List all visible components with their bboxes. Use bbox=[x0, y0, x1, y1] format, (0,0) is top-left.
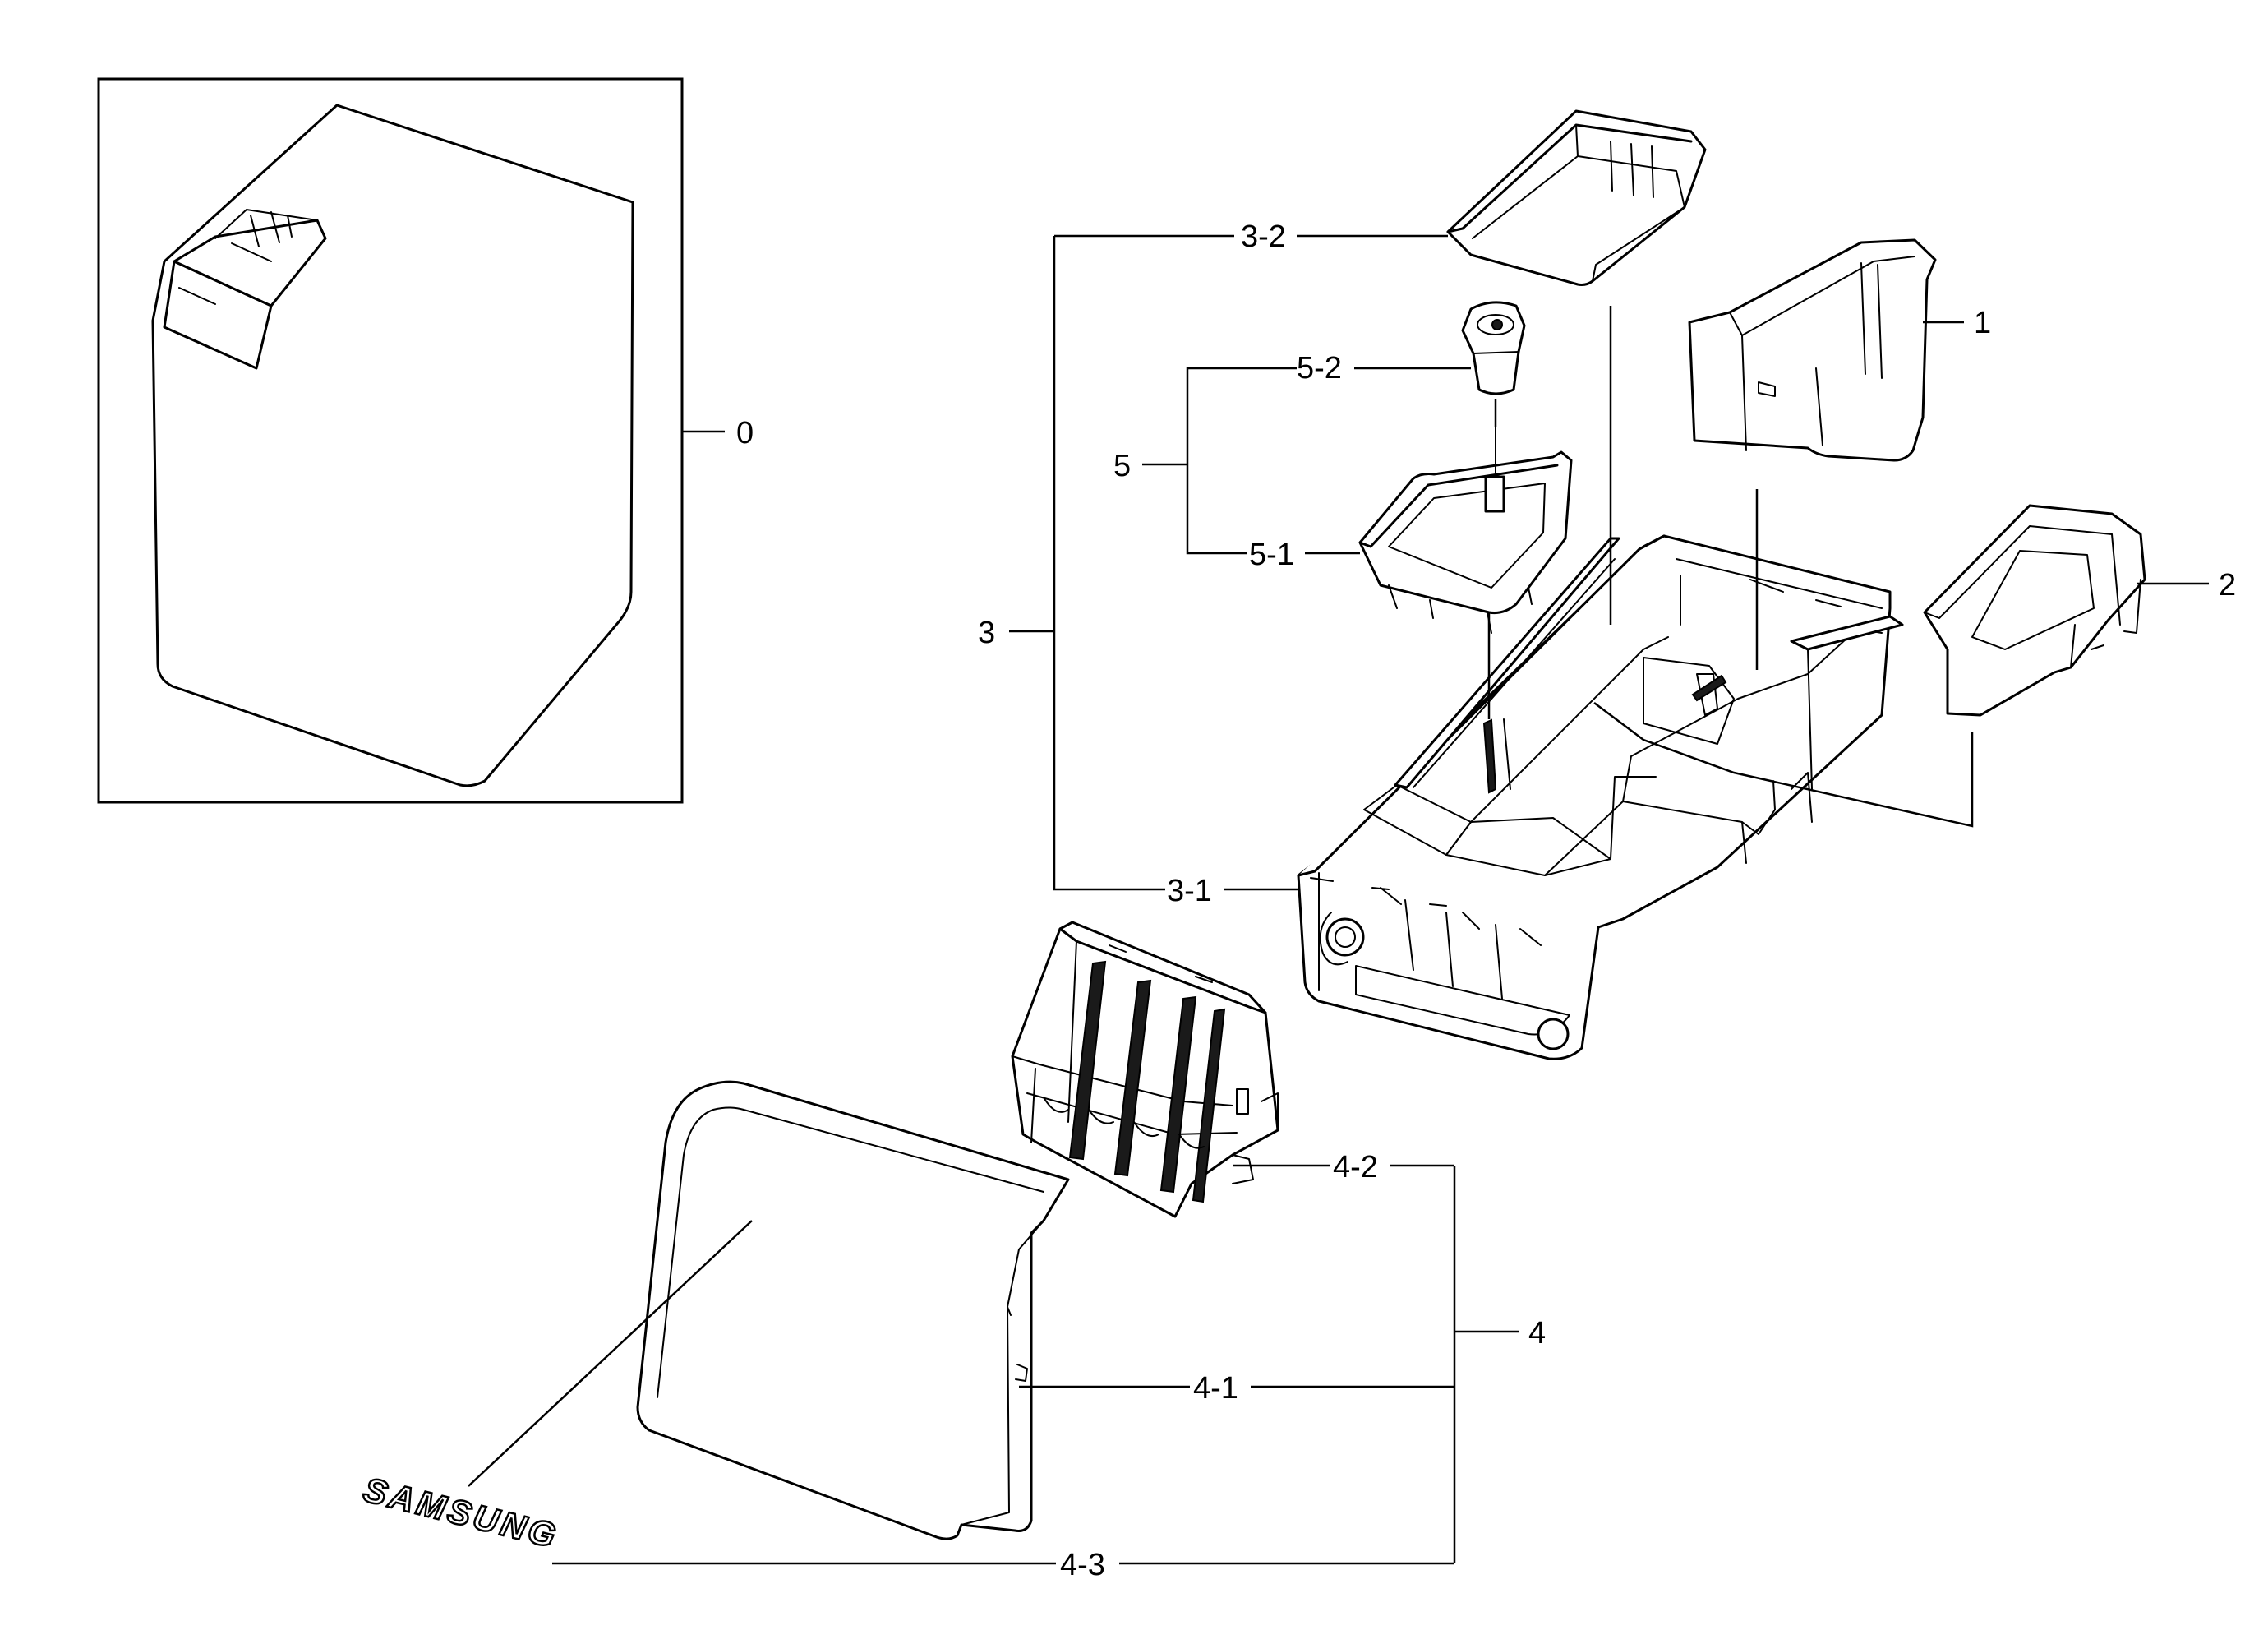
callout-4-2: 4-2 bbox=[1333, 1150, 1378, 1184]
callout-5: 5 bbox=[1113, 449, 1131, 483]
callout-4-3: 4-3 bbox=[1060, 1548, 1105, 1582]
assembly-lines bbox=[468, 306, 1974, 1487]
callout-2: 2 bbox=[2219, 568, 2236, 603]
part-5-1-softener-cup bbox=[1358, 427, 1573, 634]
washer-drawer-icon bbox=[163, 209, 327, 370]
callout-3: 3 bbox=[978, 616, 995, 650]
callout-0: 0 bbox=[736, 416, 754, 450]
part-3-2-tray bbox=[1446, 109, 1707, 286]
part-4-1-front-panel bbox=[636, 1080, 1070, 1540]
callout-3-1: 3-1 bbox=[1167, 874, 1212, 908]
washer-body bbox=[151, 104, 634, 787]
samsung-logo-text: SAMSUNG bbox=[360, 1470, 563, 1555]
part-1-bin: 1 bbox=[1688, 238, 1991, 462]
callout-4: 4 bbox=[1528, 1316, 1546, 1351]
callout-3-2: 3-2 bbox=[1241, 219, 1286, 254]
callout-group: 3-2 3 3-1 5-2 5-1 5 4-2 4-1 4-3 bbox=[552, 219, 1546, 1582]
part-4-2-insert bbox=[1011, 921, 1279, 1218]
part-3-1-housing bbox=[1297, 534, 1904, 1060]
part-5-2-cap bbox=[1461, 301, 1526, 395]
callout-5-1: 5-1 bbox=[1249, 538, 1294, 572]
callout-5-2: 5-2 bbox=[1297, 351, 1342, 386]
callout-4-1: 4-1 bbox=[1193, 1371, 1238, 1406]
callout-1: 1 bbox=[1974, 306, 1991, 340]
part-2-cup: 2 bbox=[1923, 504, 2236, 717]
part-4-3-logo: SAMSUNG bbox=[359, 1469, 564, 1557]
overview-inset: 0 bbox=[97, 77, 754, 804]
